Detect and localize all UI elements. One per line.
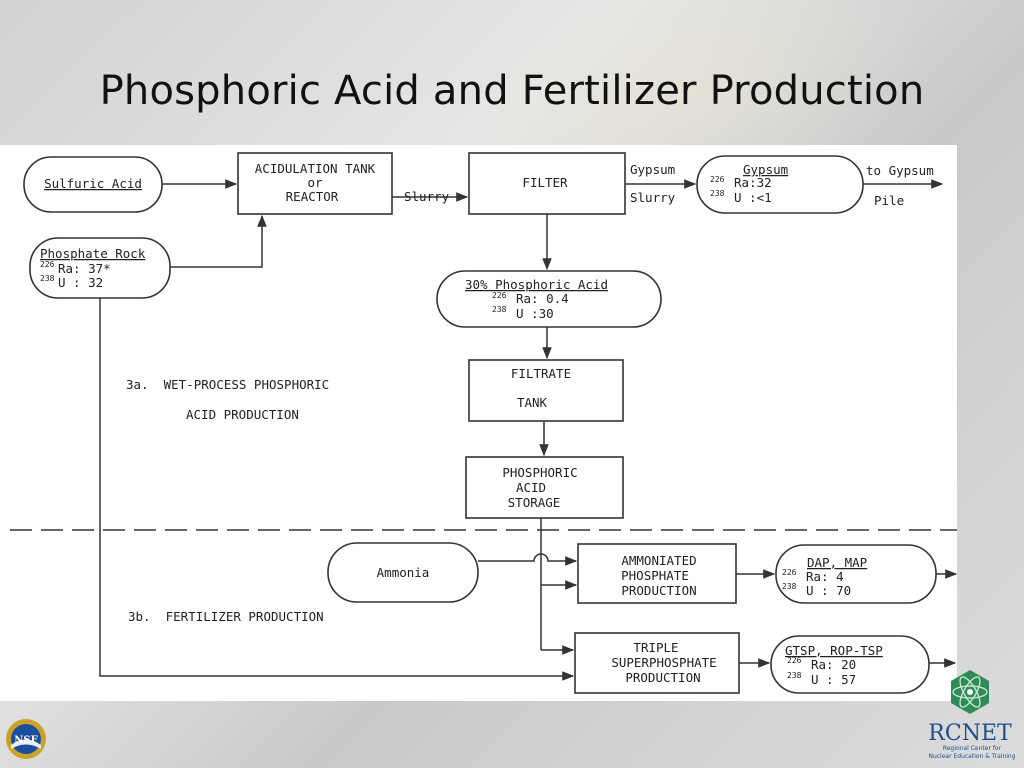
- filtrate-line-1: FILTRATE: [511, 366, 571, 381]
- triple-line-3: PRODUCTION: [625, 670, 700, 685]
- storage-box: [465, 456, 624, 519]
- phosphoric-acid-title: 30% Phosphoric Acid: [465, 277, 608, 292]
- ammonia-node: [327, 542, 479, 603]
- dap-map-title: DAP, MAP: [807, 555, 867, 570]
- rcnet-sub-1: Regional Center for: [943, 745, 1002, 752]
- gtsp-ra-sup: 226: [787, 656, 802, 665]
- rcnet-sub-2: Nuclear Education & Training: [928, 753, 1015, 760]
- slurry-label-2: Slurry: [630, 190, 676, 205]
- storage-line-2: ACID: [516, 480, 546, 495]
- filtrate-line-2: TANK: [517, 395, 548, 410]
- triple-line-1: TRIPLE: [633, 640, 678, 655]
- pile-label: Pile: [874, 193, 904, 208]
- wet-process-label-1: 3a. WET-PROCESS PHOSPHORIC: [126, 377, 329, 392]
- flow-rock-to-triple: [99, 298, 575, 681]
- phosphoric-acid-ra-sup: 226: [492, 291, 507, 300]
- acidulation-tank-box: [237, 152, 393, 215]
- acidulation-line-2: or: [307, 175, 323, 190]
- phosphate-rock-u: U : 32: [58, 275, 103, 290]
- storage-line-3: STORAGE: [508, 495, 561, 510]
- nsf-logo-text: NSF: [14, 735, 37, 746]
- phosphate-rock-ra: Ra: 37*: [58, 261, 111, 276]
- phosphoric-acid-node: [436, 270, 662, 328]
- rcnet-logo-text: RCNET: [928, 721, 1012, 746]
- gypsum-product-title: Gypsum: [743, 162, 788, 177]
- slurry-label-1: Slurry: [404, 189, 450, 204]
- nsf-logo: NSF: [6, 719, 46, 759]
- gtsp-title: GTSP, ROP-TSP: [785, 643, 883, 658]
- gtsp-ra: Ra: 20: [811, 657, 856, 672]
- gypsum-u: U :<1: [734, 190, 772, 205]
- filtrate-tank-box: [468, 359, 624, 422]
- dap-ra: Ra: 4: [806, 569, 844, 584]
- gypsum-ra: Ra:32: [734, 175, 772, 190]
- wet-process-label-2: ACID PRODUCTION: [186, 407, 299, 422]
- diagram-canvas: Sulfuric Acid Phosphate Rock 226 Ra: 37*…: [10, 152, 957, 694]
- gypsum-ra-sup: 226: [710, 175, 725, 184]
- phosphate-rock-u-sup: 238: [40, 274, 55, 283]
- ammoniated-line-1: AMMONIATED: [621, 553, 696, 568]
- gtsp-node: [770, 635, 930, 694]
- gypsum-u-sup: 238: [710, 189, 725, 198]
- gypsum-flow-label: Gypsum: [630, 162, 675, 177]
- gtsp-u-sup: 238: [787, 671, 802, 680]
- flow-ammonia-to-ammoniated: [478, 553, 578, 566]
- dap-u-sup: 238: [782, 582, 797, 591]
- phosphoric-acid-u-sup: 238: [492, 305, 507, 314]
- ammoniated-line-2: PHOSPHATE: [621, 568, 689, 583]
- rcnet-logo: RCNET Regional Center for Nuclear Educat…: [928, 670, 1016, 760]
- phosphate-rock-title: Phosphate Rock: [40, 246, 146, 261]
- ammoniated-line-3: PRODUCTION: [621, 583, 696, 598]
- acidulation-line-1: ACIDULATION TANK: [255, 161, 376, 176]
- gtsp-u: U : 57: [811, 672, 856, 687]
- storage-line-1: PHOSPHORIC: [502, 465, 577, 480]
- process-flow-diagram: Sulfuric Acid Phosphate Rock 226 Ra: 37*…: [0, 145, 957, 701]
- phosphoric-acid-u: U :30: [516, 306, 554, 321]
- dap-ra-sup: 226: [782, 568, 797, 577]
- slide-title: Phosphoric Acid and Fertilizer Productio…: [99, 68, 925, 114]
- phosphate-rock-ra-sup: 226: [40, 260, 55, 269]
- ammonia-label: Ammonia: [377, 565, 430, 580]
- dap-u: U : 70: [806, 583, 851, 598]
- dap-map-node: [775, 544, 937, 604]
- acidulation-line-3: REACTOR: [286, 189, 339, 204]
- phosphoric-acid-ra: Ra: 0.4: [516, 291, 569, 306]
- fertilizer-section-label: 3b. FERTILIZER PRODUCTION: [128, 609, 324, 624]
- to-gypsum-label: to Gypsum: [866, 163, 934, 178]
- triple-line-2: SUPERPHOSPHATE: [611, 655, 716, 670]
- flow-rock-to-tank: [170, 214, 267, 268]
- sulfuric-acid-label: Sulfuric Acid: [44, 176, 142, 191]
- filter-label: FILTER: [522, 175, 568, 190]
